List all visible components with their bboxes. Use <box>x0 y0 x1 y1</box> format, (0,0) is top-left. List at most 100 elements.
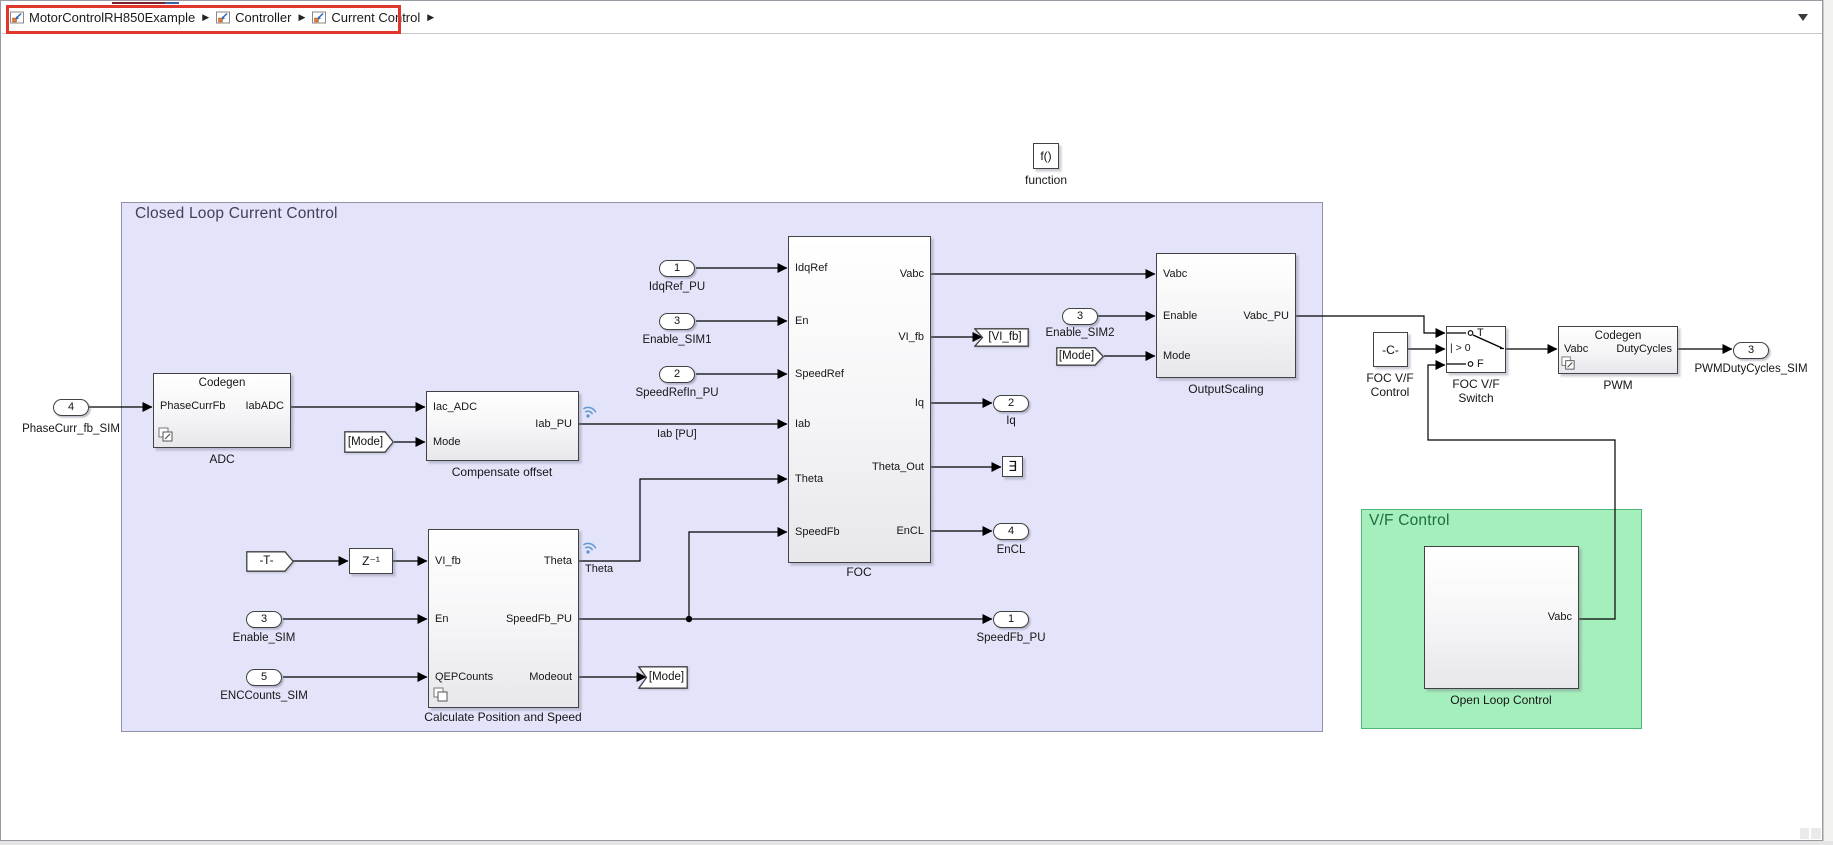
block-terminator[interactable]: ∃ <box>1002 456 1023 477</box>
inport-label-idqref: IdqRef_PU <box>648 281 706 293</box>
foc-port-speedfb: SpeedFb <box>795 526 840 538</box>
calc-port-vifb: VI_fb <box>435 555 461 567</box>
block-name-open-loop-control: Open Loop Control <box>1450 693 1552 707</box>
codegen-badge-icon <box>1561 356 1575 370</box>
breadcrumb-item-model[interactable]: MotorControlRH850Example <box>10 10 195 25</box>
outport-encl[interactable]: 4 <box>993 522 1029 540</box>
outport-label-encl: EnCL <box>996 544 1026 556</box>
unit-delay-label: Z⁻¹ <box>362 554 380 568</box>
breadcrumb-bar: MotorControlRH850Example ▶ Controller ▶ … <box>2 2 1822 34</box>
constant-value: -C- <box>1382 342 1399 357</box>
adc-header: Codegen <box>198 377 246 389</box>
foc-port-iq: Iq <box>914 397 924 409</box>
switch-label-f: F <box>1477 358 1484 370</box>
outport-speedfb[interactable]: 1 <box>993 610 1029 628</box>
inport-label-enable-sim2: Enable_SIM2 <box>1045 327 1115 339</box>
block-compensate-offset[interactable]: Iac_ADC Mode Iab_PU <box>426 391 579 461</box>
window-bottom-edge <box>0 841 1833 845</box>
inport-enable-sim2[interactable]: 3 <box>1062 307 1098 325</box>
subsystem-icon <box>312 11 327 24</box>
breadcrumb-separator-icon[interactable]: ▶ <box>202 12 210 22</box>
inport-label-enable-sim: Enable_SIM <box>232 632 296 644</box>
block-name-output-scaling: OutputScaling <box>1188 382 1264 396</box>
breadcrumb-label: Controller <box>235 10 292 25</box>
block-adc[interactable]: Codegen PhaseCurrFb IabADC <box>153 373 291 448</box>
pwm-header: Codegen <box>1594 330 1642 342</box>
block-calculate-position-speed[interactable]: VI_fb En QEPCounts Theta SpeedFb_PU Mode… <box>428 529 579 708</box>
from-tag-mode-2[interactable]: [Mode] <box>1056 346 1104 366</box>
goto-tag-mode[interactable]: [Mode] <box>638 665 688 689</box>
inport-label-phasecurr: PhaseCurr_fb_SIM <box>22 423 120 435</box>
area-label-vf-control: V/F Control <box>1369 512 1450 529</box>
goto-tag-vifb[interactable]: [VI_fb] <box>974 327 1029 347</box>
compensate-port-mode: Mode <box>433 436 461 448</box>
block-name-function: function <box>1024 173 1068 187</box>
chevron-down-icon[interactable] <box>1798 14 1808 21</box>
openloop-port-vabc: Vabc <box>1547 611 1572 623</box>
breadcrumb-label: Current Control <box>331 10 421 25</box>
outport-iq[interactable]: 2 <box>993 394 1029 412</box>
subsystem-icon <box>216 11 231 24</box>
block-name-calculate-position-speed: Calculate Position and Speed <box>424 710 582 724</box>
block-foc-vf-switch[interactable]: T F | > 0 <box>1446 326 1506 373</box>
inport-label-enable-sim1: Enable_SIM1 <box>642 334 712 346</box>
calc-port-modeout: Modeout <box>529 671 572 683</box>
toolstrip-artifact-red <box>112 2 165 4</box>
subsystem-badge-icon <box>433 687 448 702</box>
switch-label-t: T <box>1477 327 1484 339</box>
block-unit-delay[interactable]: Z⁻¹ <box>349 548 393 574</box>
outport-label-iq: Iq <box>1006 415 1016 427</box>
switch-icon <box>1447 330 1504 367</box>
inport-idqref[interactable]: 1 <box>659 259 695 277</box>
block-name-foc: FOC <box>846 565 872 579</box>
pwm-port-vabc: Vabc <box>1564 343 1589 355</box>
block-simulink-function[interactable]: f() <box>1033 143 1059 169</box>
from-tag-t[interactable]: -T- <box>246 550 294 572</box>
toolstrip-artifact-blue <box>165 2 179 4</box>
breadcrumb-item-current-control[interactable]: Current Control <box>312 10 420 25</box>
inport-enable-sim[interactable]: 3 <box>246 610 282 628</box>
inport-phasecurr[interactable]: 4 <box>53 398 89 416</box>
outport-pwmduty[interactable]: 3 <box>1733 341 1769 359</box>
block-name-pwm: PWM <box>1603 378 1633 392</box>
outport-label-speedfb: SpeedFb_PU <box>976 632 1046 644</box>
inport-label-speedrefin: SpeedRefIn_PU <box>635 387 719 399</box>
block-foc[interactable]: IdqRef En SpeedRef Iab Theta SpeedFb Vab… <box>788 236 931 563</box>
inport-enccounts[interactable]: 5 <box>246 668 282 686</box>
foc-port-thetaout: Theta_Out <box>872 461 924 473</box>
calc-port-speedfbpu: SpeedFb_PU <box>505 613 572 625</box>
vertical-scrollbar[interactable] <box>1823 0 1833 841</box>
breadcrumb-separator-icon[interactable]: ▶ <box>427 12 435 22</box>
compensate-port-iacadc: Iac_ADC <box>433 401 478 413</box>
block-output-scaling[interactable]: Vabc Enable Mode Vabc_PU <box>1156 253 1296 378</box>
block-name-adc: ADC <box>209 452 235 466</box>
foc-port-encl: EnCL <box>896 525 924 537</box>
block-constant-foc-vf-control[interactable]: -C- <box>1373 332 1408 367</box>
signal-label-theta[interactable]: Theta <box>585 563 614 575</box>
area-closed-loop-current-control[interactable] <box>121 202 1323 732</box>
inport-enable-sim1[interactable]: 3 <box>659 312 695 330</box>
calc-port-en: En <box>435 613 449 625</box>
inport-speedrefin[interactable]: 2 <box>659 365 695 383</box>
block-pwm[interactable]: Codegen Vabc DutyCycles <box>1558 326 1678 374</box>
scrollbar-corner[interactable] <box>1811 828 1821 839</box>
scrollbar-corner[interactable] <box>1800 828 1809 839</box>
area-label-closed-loop: Closed Loop Current Control <box>135 205 338 222</box>
foc-port-iab: Iab <box>795 418 811 430</box>
subsystem-icon <box>10 11 24 24</box>
foc-port-vifb: VI_fb <box>898 331 924 343</box>
block-open-loop-control[interactable]: Vabc <box>1424 546 1579 689</box>
adc-port-out: IabADC <box>245 400 284 412</box>
breadcrumb-separator-icon[interactable]: ▶ <box>298 12 306 22</box>
outputscaling-port-vabc: Vabc <box>1163 268 1188 280</box>
foc-port-en: En <box>795 315 809 327</box>
calc-port-qepcounts: QEPCounts <box>435 671 494 683</box>
from-tag-mode-1[interactable]: [Mode] <box>344 431 394 453</box>
foc-port-theta: Theta <box>795 473 824 485</box>
foc-port-speedref: SpeedRef <box>795 368 844 380</box>
signal-label-iab-pu[interactable]: Iab [PU] <box>657 428 697 440</box>
pwm-port-dutycycles: DutyCycles <box>1616 343 1672 355</box>
breadcrumb-item-controller[interactable]: Controller <box>216 10 291 25</box>
